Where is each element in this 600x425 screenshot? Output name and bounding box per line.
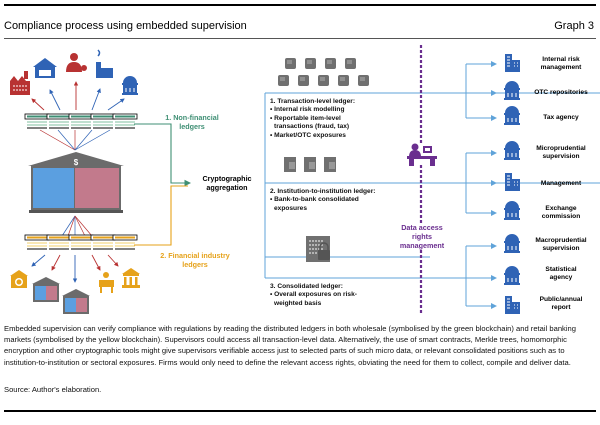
destination-icon-exchange [503, 200, 521, 221]
bank-icon-small-1 [32, 277, 60, 302]
government-icon-blue [121, 75, 139, 96]
destination-icon-management [504, 172, 521, 192]
destination-icon-public [504, 295, 521, 315]
document-icon-group-1 [278, 58, 369, 86]
destination-tax-agency: Tax agency [543, 114, 579, 121]
graph-number: Graph 3 [554, 20, 594, 32]
yellow-ledger-outflows [31, 254, 119, 283]
svg-text:$: $ [74, 158, 79, 167]
destination-arrows [430, 61, 497, 309]
supervisor-desk-icon [407, 143, 437, 166]
destination-icon-tax [503, 105, 521, 126]
central-bank-coin-icon [10, 270, 28, 288]
person-money-icon-red [66, 53, 87, 72]
green-blockchain [24, 113, 138, 129]
green-to-bank-links [39, 129, 111, 151]
non-financial-connector [134, 123, 192, 187]
source-note: Source: Author's elaboration. [4, 385, 102, 394]
destination-icon-otc [503, 80, 521, 101]
bank-icon-small-2 [62, 289, 90, 314]
exchange-building-icon [122, 268, 140, 288]
bottom-rule [4, 410, 596, 412]
graph-title: Compliance process using embedded superv… [4, 20, 247, 32]
industry-icon-blue [96, 49, 113, 78]
green-ledger-outflows [31, 81, 125, 111]
figure-caption: Embedded supervision can verify complian… [4, 324, 576, 367]
destination-icon-statistical [503, 265, 521, 286]
otc-desk-icon [99, 272, 114, 293]
locked-document-icon-group [284, 157, 336, 172]
diagram-canvas: $ [10, 45, 600, 315]
transaction-level-ledger: 1. Transaction-level ledger: • Internal … [270, 98, 356, 139]
destination-icon-macro [503, 233, 521, 254]
financial-connector [134, 185, 188, 246]
destination-icon-internal-risk [504, 53, 521, 73]
destination-otc-repositories: OTC repositories [534, 89, 588, 96]
yellow-to-bank-links [61, 215, 93, 237]
factory-icon-red [10, 71, 30, 95]
locked-ledger-icon [306, 236, 330, 262]
central-bank-icon: $ [28, 152, 124, 213]
destination-management: Management [540, 180, 582, 187]
house-icon-blue [33, 58, 57, 78]
institution-to-institution-ledger: 2. Institution-to-institution ledger: • … [270, 188, 376, 212]
top-rule [4, 4, 596, 6]
title-rule [4, 38, 596, 39]
destination-icon-micro [503, 140, 521, 161]
consolidated-ledger: 3. Consolidated ledger: • Overall exposu… [270, 283, 357, 307]
yellow-blockchain [24, 234, 138, 250]
